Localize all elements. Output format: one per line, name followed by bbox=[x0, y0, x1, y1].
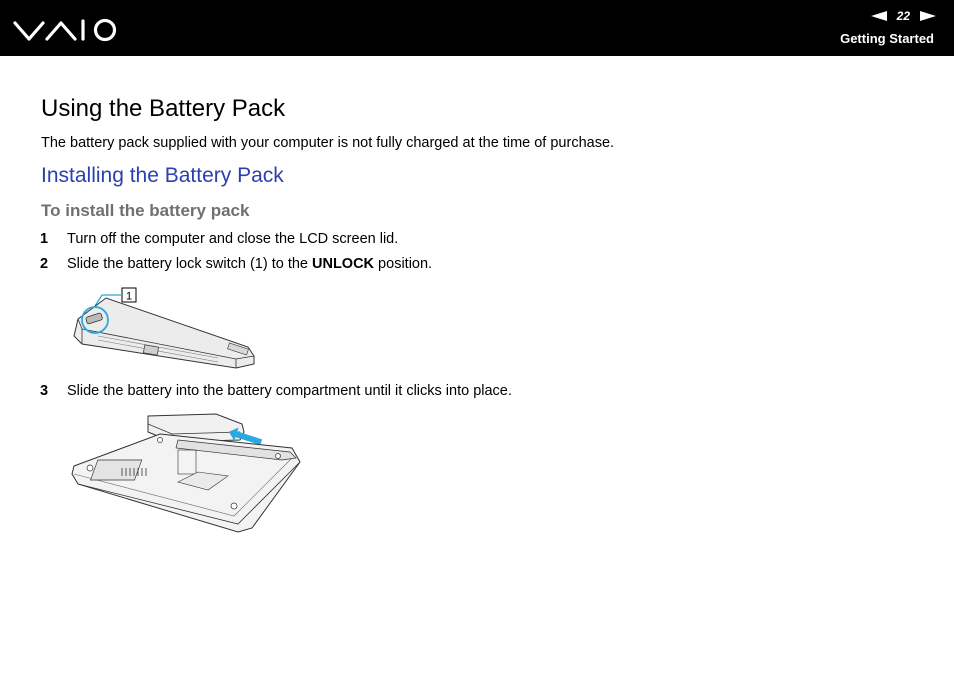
section-subheading: Installing the Battery Pack bbox=[41, 164, 284, 187]
step-text: Turn off the computer and close the LCD … bbox=[67, 231, 399, 247]
battery-lock-illustration: 1 bbox=[73, 287, 255, 369]
step-3: 3 Slide the battery into the battery com… bbox=[40, 383, 512, 399]
step-1: 1 Turn off the computer and close the LC… bbox=[40, 231, 398, 247]
battery-insertion-illustration bbox=[71, 413, 301, 533]
unlock-label: UNLOCK bbox=[312, 256, 375, 272]
step-text: Slide the battery lock switch (1) to the… bbox=[67, 256, 433, 272]
next-page-icon[interactable] bbox=[920, 11, 936, 21]
page-header: 22 Getting Started bbox=[0, 0, 954, 56]
page-title: Using the Battery Pack bbox=[41, 95, 286, 122]
previous-page-icon[interactable] bbox=[870, 11, 887, 21]
callout-number: 1 bbox=[126, 291, 132, 303]
section-label[interactable]: Getting Started bbox=[840, 31, 934, 46]
step-2: 2 Slide the battery lock switch (1) to t… bbox=[40, 256, 432, 272]
step-text: Slide the battery into the battery compa… bbox=[67, 383, 512, 399]
page-number: 22 bbox=[896, 9, 910, 23]
page-navigation: 22 bbox=[870, 8, 936, 24]
procedure-title: To install the battery pack bbox=[41, 201, 250, 220]
step-number: 1 bbox=[40, 231, 49, 247]
vaio-logo bbox=[13, 18, 117, 42]
step-number: 2 bbox=[40, 256, 49, 272]
intro-paragraph: The battery pack supplied with your comp… bbox=[41, 135, 615, 151]
step-number: 3 bbox=[40, 383, 49, 399]
